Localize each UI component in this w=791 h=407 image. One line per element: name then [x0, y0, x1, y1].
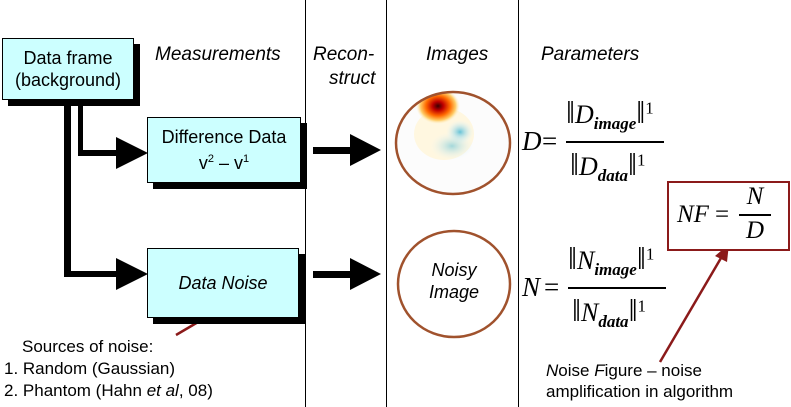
reconstructed-image — [394, 90, 512, 196]
header-images: Images — [426, 44, 489, 65]
source-item-phantom: 2. Phantom (Hahn et al, 08) — [4, 381, 213, 400]
arrow-reconstruct-noise — [350, 258, 381, 290]
arrow-reconstruct-difference — [350, 134, 381, 166]
equation-d: D = ‖Dimage‖1 ‖Ddata‖1 — [522, 88, 672, 192]
data-noise-box: Data Noise — [147, 248, 299, 318]
column-divider-2 — [386, 0, 387, 407]
column-divider-1 — [305, 0, 306, 407]
difference-data-formula: v2 – v1 — [198, 153, 250, 173]
header-parameters: Parameters — [541, 44, 640, 65]
sources-of-noise: Sources of noise: — [22, 336, 153, 357]
column-divider-3 — [518, 0, 519, 407]
difference-data-box: Difference Data v2 – v1 — [147, 117, 301, 183]
header-reconstruct-line1: Recon- — [313, 44, 375, 65]
noisy-image-label: Noisy Image — [428, 260, 480, 302]
equation-n: N = ‖Nimage‖1 ‖Ndata‖1 — [522, 236, 672, 340]
noise-figure-equation-box: NF = N D — [667, 181, 790, 251]
noise-figure-caption: Noise Figure – noise amplification in al… — [546, 361, 734, 401]
arrow-to-data-noise — [116, 258, 148, 290]
data-frame-label-line2: (background) — [14, 70, 122, 90]
header-reconstruct-line2: struct — [329, 68, 376, 89]
data-frame-box: Data frame (background) — [2, 38, 134, 100]
header-measurements: Measurements — [155, 44, 281, 65]
noisy-image-circle — [396, 229, 512, 339]
sources-title: Sources of noise: — [22, 337, 154, 356]
arrow-to-difference-data — [116, 137, 148, 169]
difference-data-label: Difference Data — [161, 127, 287, 147]
data-noise-label: Data Noise — [178, 273, 268, 293]
source-item-random: 1. Random (Gaussian) — [4, 359, 176, 378]
data-frame-label-line1: Data frame — [23, 48, 113, 68]
